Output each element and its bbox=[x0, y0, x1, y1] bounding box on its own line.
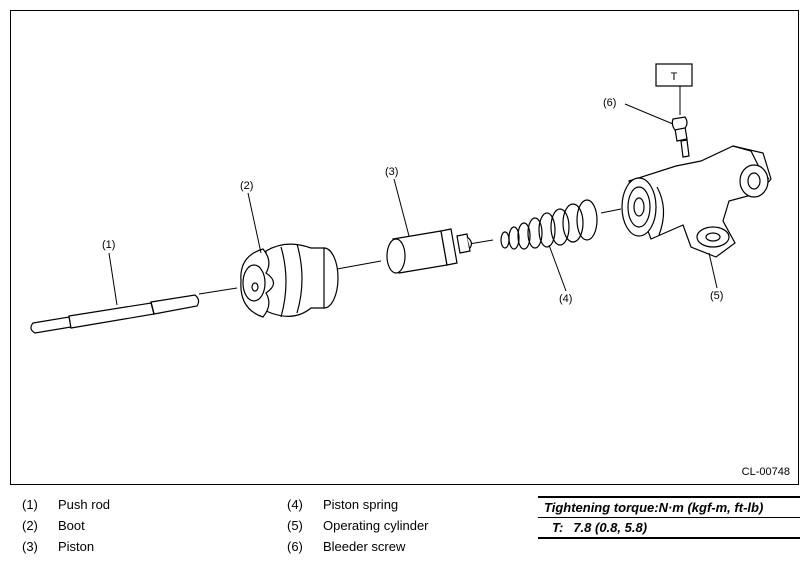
callout-4-label: (4) bbox=[559, 293, 572, 305]
exploded-diagram: T (1) (2) (3) (4) (5) (6) CL-00748 bbox=[10, 10, 799, 485]
callout-2-label: (2) bbox=[240, 180, 253, 192]
legend-item: (1) Push rod bbox=[22, 494, 110, 515]
callout-6-label: (6) bbox=[603, 97, 616, 109]
legend-label: Push rod bbox=[58, 497, 111, 512]
piston-spring-part bbox=[500, 199, 598, 250]
legend-item: (2) Boot bbox=[22, 515, 110, 536]
legend-item: (5) Operating cylinder bbox=[287, 515, 429, 536]
legend-number: (4) bbox=[287, 497, 303, 512]
torque-heading: Tightening torque:N·m (kgf-m, ft-lb) bbox=[538, 496, 800, 518]
operating-cylinder-part bbox=[621, 145, 772, 258]
legend-label: Piston bbox=[58, 539, 95, 554]
torque-key: T: bbox=[552, 520, 564, 535]
legend-number: (3) bbox=[22, 539, 38, 554]
legend-item: (6) Bleeder screw bbox=[287, 536, 429, 557]
callout-1-label: (1) bbox=[102, 239, 115, 251]
callout-3-label: (3) bbox=[385, 166, 398, 178]
legend-number: (1) bbox=[22, 497, 38, 512]
push-rod-part bbox=[30, 294, 200, 334]
legend-number: (6) bbox=[287, 539, 303, 554]
legend-number: (5) bbox=[287, 518, 303, 533]
boot-part bbox=[240, 243, 339, 318]
bleeder-screw-part bbox=[671, 116, 690, 158]
legend-label: Operating cylinder bbox=[323, 518, 429, 533]
legend-label: Piston spring bbox=[323, 497, 399, 512]
legend-item: (3) Piston bbox=[22, 536, 110, 557]
callout-2: (2) bbox=[240, 180, 262, 254]
callout-4: (4) bbox=[548, 244, 572, 305]
callout-3: (3) bbox=[385, 166, 410, 237]
torque-spec-table: Tightening torque:N·m (kgf-m, ft-lb) T: 7… bbox=[538, 496, 800, 539]
legend-column-1: (1) Push rod (2) Boot (3) Piston bbox=[22, 494, 110, 557]
callout-6: (6) bbox=[603, 97, 674, 125]
torque-value-row: T: 7.8 (0.8, 5.8) bbox=[538, 518, 800, 539]
diagram-canvas: T (1) (2) (3) (4) (5) (6) bbox=[30, 63, 772, 334]
legend-column-2: (4) Piston spring (5) Operating cylinder (… bbox=[287, 494, 429, 557]
legend-label: Boot bbox=[58, 518, 85, 533]
callout-5: (5) bbox=[708, 252, 723, 302]
piston-part bbox=[386, 228, 473, 274]
torque-tag: T bbox=[655, 63, 693, 115]
callout-5-label: (5) bbox=[710, 290, 723, 302]
legend-item: (4) Piston spring bbox=[287, 494, 429, 515]
figure-code: CL-00748 bbox=[741, 466, 790, 478]
legend-number: (2) bbox=[22, 518, 38, 533]
torque-value: 7.8 (0.8, 5.8) bbox=[573, 520, 648, 535]
callout-1: (1) bbox=[102, 239, 118, 306]
torque-tag-label: T bbox=[671, 71, 678, 83]
legend-label: Bleeder screw bbox=[323, 539, 406, 554]
